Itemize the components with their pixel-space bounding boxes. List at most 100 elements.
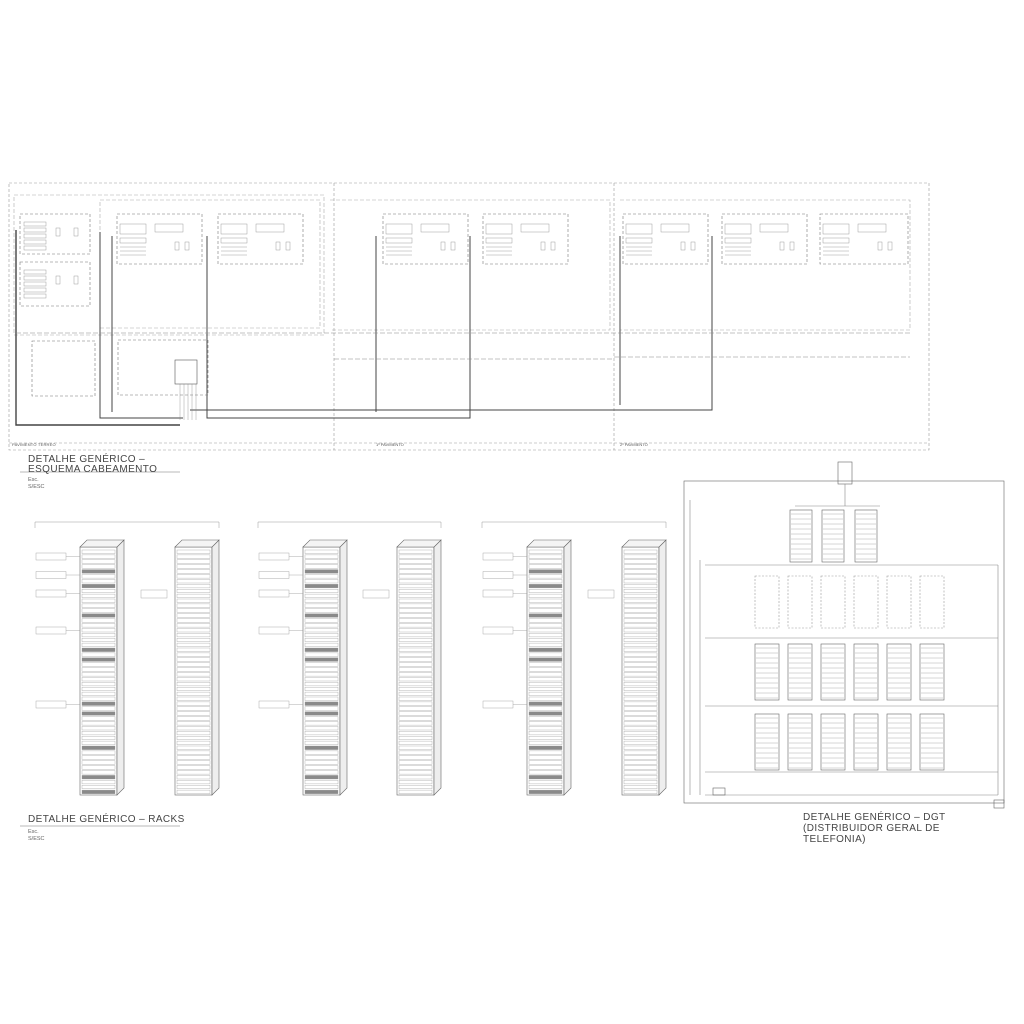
rack-callout-label <box>35 626 67 635</box>
dgt-block <box>820 643 846 701</box>
rack-unit <box>398 667 433 672</box>
rack-unit <box>176 564 211 569</box>
rack-top <box>621 539 667 548</box>
rack-unit <box>623 564 658 569</box>
zone-outlet <box>55 227 61 237</box>
rack-cabinet <box>526 546 565 796</box>
zone-outlet <box>184 241 190 251</box>
rack-unit <box>81 760 116 765</box>
rack-unit <box>623 770 658 775</box>
rack-unit <box>304 711 339 716</box>
rack-top <box>526 539 572 548</box>
rack-unit <box>81 682 116 687</box>
floor-label-1: 1º PAVIMENTO <box>376 442 404 447</box>
rack-unit <box>176 638 211 642</box>
rack-unit <box>623 706 658 711</box>
rack-unit <box>304 736 339 740</box>
rack-unit <box>398 579 433 584</box>
rack-unit <box>623 608 658 613</box>
rack-unit <box>528 618 563 623</box>
rack-unit <box>176 549 211 554</box>
rack-unit <box>304 691 339 696</box>
rack-unit <box>176 608 211 613</box>
zone-panel <box>625 223 653 235</box>
rack-unit <box>398 657 433 662</box>
rack-unit <box>304 740 339 745</box>
rack-unit <box>81 667 116 672</box>
dgt-block-slot <box>754 575 780 629</box>
rack-unit <box>81 638 116 642</box>
rack-unit <box>623 647 658 652</box>
rack-side <box>211 539 220 796</box>
rack-unit <box>81 711 116 716</box>
rack-unit <box>528 711 563 716</box>
rack-unit <box>528 765 563 770</box>
rack-cabinet <box>79 546 118 796</box>
rack-unit <box>176 672 211 677</box>
rack-unit <box>304 579 339 584</box>
dgt-block <box>919 643 945 701</box>
rack-unit <box>398 554 433 559</box>
rack-unit <box>304 726 339 731</box>
zone-panel <box>625 237 653 244</box>
rack-unit <box>176 584 211 589</box>
rack-unit <box>398 647 433 652</box>
rack-unit <box>304 638 339 642</box>
zone-outlet-box <box>759 223 789 233</box>
rack-unit <box>176 603 211 608</box>
rack-unit <box>176 731 211 736</box>
zone-outlet <box>779 241 785 251</box>
rack-unit <box>304 780 339 785</box>
rack-unit <box>398 765 433 770</box>
rack-unit <box>398 736 433 740</box>
dgt-block <box>787 713 813 771</box>
racks-scale-value: S/ESC <box>28 836 45 842</box>
rack-unit <box>304 613 339 618</box>
rack-unit <box>623 593 658 598</box>
rack-unit <box>528 652 563 657</box>
rack-unit <box>81 701 116 706</box>
rack-unit <box>398 770 433 775</box>
rack-unit <box>528 564 563 569</box>
rack-unit <box>398 672 433 677</box>
rack-unit <box>398 574 433 579</box>
rack-unit <box>304 657 339 662</box>
rack-unit <box>176 652 211 657</box>
rack-unit <box>528 603 563 608</box>
rack-unit <box>623 736 658 740</box>
rack-unit <box>81 554 116 559</box>
rack-unit <box>81 608 116 613</box>
rack-unit <box>176 569 211 574</box>
rack-unit <box>528 775 563 780</box>
dgt-title-line-3: TELEFONIA) <box>803 834 866 845</box>
rack-unit <box>304 608 339 613</box>
rack-unit <box>304 745 339 750</box>
rack-callout-label <box>258 700 290 709</box>
rack-unit <box>81 716 116 721</box>
rack-unit <box>623 696 658 701</box>
rack-callout-label <box>258 552 290 561</box>
dgt-block-slot <box>853 575 879 629</box>
rack-unit <box>81 657 116 662</box>
zone-panel <box>385 237 413 244</box>
rack-unit <box>176 755 211 760</box>
zone-outlet <box>73 227 79 237</box>
rack-unit <box>398 755 433 760</box>
zone-outlet-box <box>255 223 285 233</box>
rack-unit <box>81 745 116 750</box>
rack-unit <box>81 740 116 745</box>
rack-unit <box>81 770 116 775</box>
rack-unit <box>81 549 116 554</box>
rack-unit <box>304 647 339 652</box>
zone-panel <box>822 223 850 235</box>
zone-outlet <box>285 241 291 251</box>
rack-unit <box>623 672 658 677</box>
rack-unit <box>81 765 116 770</box>
rack-unit <box>398 696 433 701</box>
rack-unit <box>528 677 563 682</box>
rack-callout-label <box>35 700 67 709</box>
rack-unit <box>81 559 116 564</box>
rack-callout-label <box>482 700 514 709</box>
dgt-block <box>787 643 813 701</box>
